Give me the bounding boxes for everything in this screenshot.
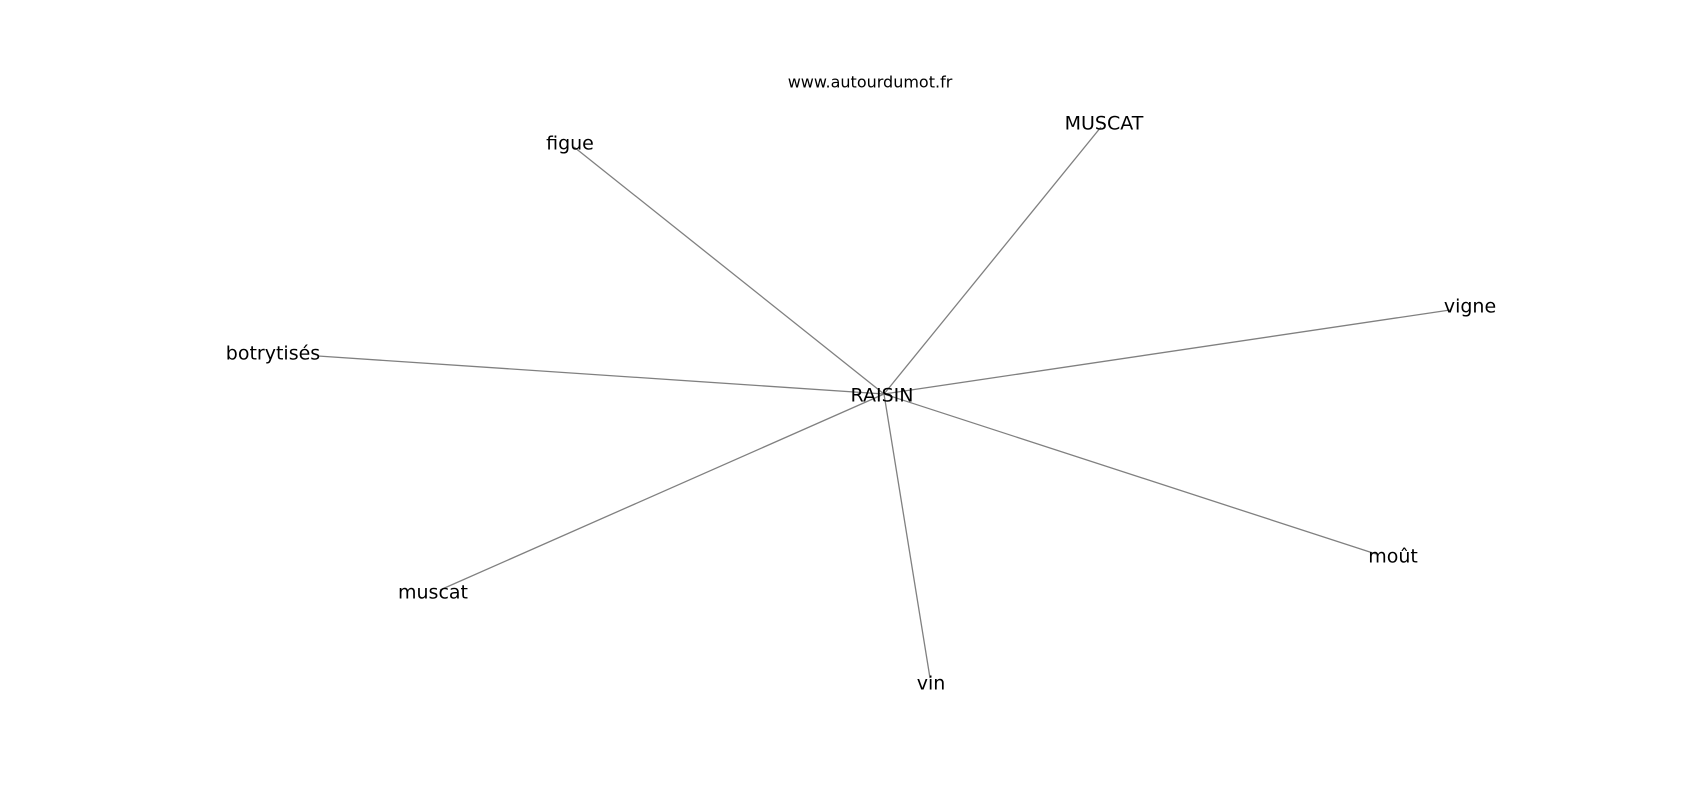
edge-raisin-botrytises	[317, 355, 885, 395]
edge-raisin-figue	[573, 146, 885, 395]
node-label-vin[interactable]: vin	[917, 673, 946, 695]
edge-raisin-vigne	[883, 309, 1451, 395]
center-node-label[interactable]: RAISIN	[851, 385, 914, 407]
node-label-mout[interactable]: moût	[1368, 546, 1418, 568]
edge-raisin-vin	[883, 393, 931, 679]
edge-raisin-mout	[883, 393, 1377, 555]
edges-layer	[317, 126, 1451, 679]
node-label-botrytises[interactable]: botrytisés	[226, 343, 320, 365]
watermark-text: www.autourdumot.fr	[788, 73, 953, 92]
neighbor-labels-layer: figue MUSCAT vigne botrytisés muscat vin moût	[226, 113, 1496, 695]
node-label-muscat[interactable]: MUSCAT	[1065, 113, 1144, 135]
node-label-figue[interactable]: figue	[546, 133, 594, 155]
node-label-muscat-lower[interactable]: muscat	[398, 582, 468, 604]
edge-raisin-muscat	[883, 126, 1102, 395]
node-label-vigne[interactable]: vigne	[1444, 296, 1496, 318]
edge-raisin-muscat-lower	[439, 393, 885, 591]
